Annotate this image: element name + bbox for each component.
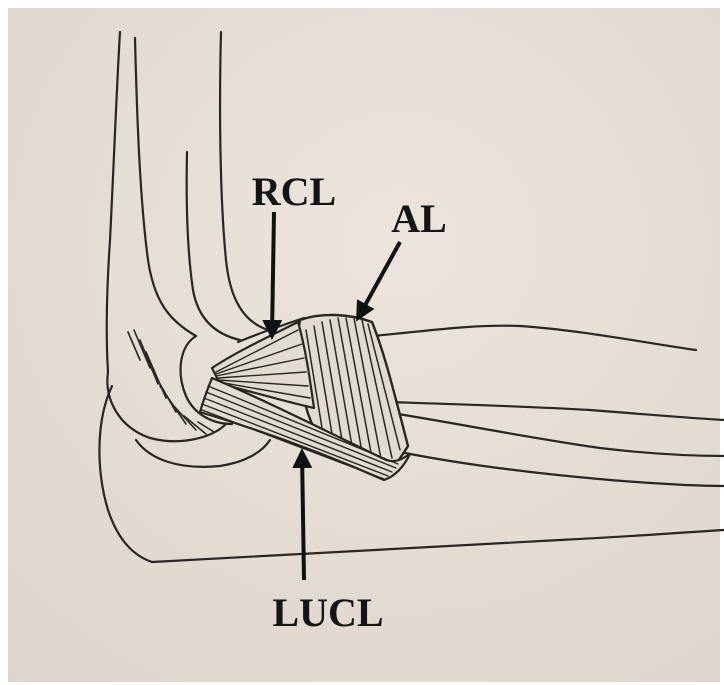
lucl-arrow	[302, 452, 304, 580]
lucl-label: LUCL	[272, 590, 383, 635]
rcl-label: RCL	[252, 169, 336, 214]
rcl-arrow	[272, 212, 274, 336]
al-label: AL	[391, 196, 447, 241]
